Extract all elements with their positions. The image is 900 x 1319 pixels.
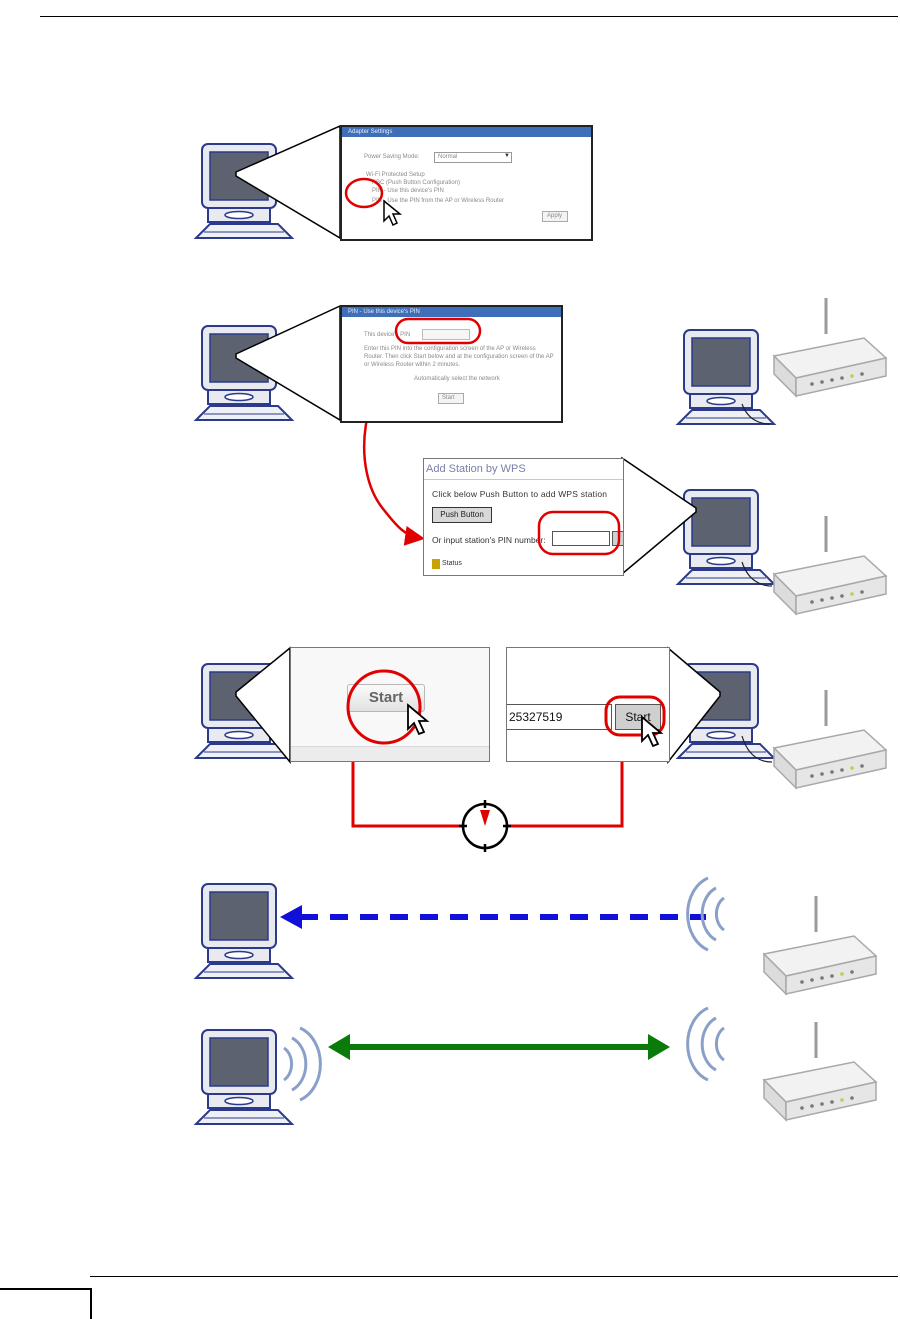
power-mode-select[interactable]: Normal ▼ [434,152,512,163]
callout-pointer [621,456,697,576]
pbc-option[interactable]: PBC (Push Button Configuration) [372,180,461,186]
wireless-signal-icon [686,1006,725,1082]
window-title: Adapter Settings [348,129,393,135]
router-icon [772,688,888,790]
ap-start-screenshot: 25327519 Start [506,647,670,762]
ap-pin-value: 25327519 [509,710,563,724]
highlight-circle [344,177,384,209]
step4-left-highlights [346,669,430,745]
bottom-bar [291,746,489,761]
station-pin-input[interactable] [552,531,610,546]
pin-option-device[interactable]: PIN - Use this device's PIN [372,188,444,194]
highlight-circle [346,669,422,745]
router-icon [762,1020,878,1122]
step3-highlights [537,510,621,556]
header-rule [40,16,898,17]
wps-checkbox-label[interactable]: Wi-Fi Protected Setup [366,172,425,178]
auto-select-checkbox[interactable]: Automatically select the network [414,376,500,382]
router-icon [762,894,878,996]
pin-option-ap[interactable]: PIN - Use the PIN from the AP or Wireles… [372,198,504,204]
start-button[interactable]: Start [438,393,464,404]
connection-arrow-head-right [648,1034,670,1060]
cursor-icon [383,199,403,227]
window-titlebar [342,127,591,137]
connection-arrow-head-left [328,1034,350,1060]
timer-line-right [508,762,624,828]
pin-label: This device's PIN [364,332,411,338]
highlight-rounded-box [537,510,621,556]
router-icon [772,296,888,398]
computer-icon [677,489,775,585]
add-station-title: Add Station by WPS [426,463,526,475]
pin-instructions: Enter this PIN into the configuration sc… [364,346,554,368]
power-mode-value: Normal [438,154,458,160]
step1-highlights [344,177,403,227]
window-title: PIN - Use this device's PIN [348,309,420,315]
add-station-screenshot: Add Station by WPS Click below Push Butt… [423,458,624,576]
window-titlebar [342,307,561,317]
computer-icon [195,1029,293,1125]
router-icon [772,514,888,616]
ap-pin-input[interactable]: 25327519 [507,704,612,730]
discovery-arrow-head [280,905,302,929]
adapter-settings-screenshot: Adapter Settings Power Saving Mode: Norm… [340,125,593,241]
device-pin-screenshot: PIN - Use this device's PIN This device'… [340,305,563,423]
status-icon [432,559,440,569]
step4-right-highlights [604,695,666,748]
power-mode-label: Power Saving Mode: [364,154,420,160]
clock-icon [459,800,511,852]
step2-highlights [394,317,482,345]
cursor-icon [407,703,430,736]
highlight-rounded-box [394,317,482,345]
wireless-signal-icon [283,1026,322,1102]
push-button-instruction: Click below Push Button to add WPS stati… [432,489,608,499]
pin-input-label: Or input station's PIN number: [432,535,546,545]
pin-field [422,329,470,340]
status-label: Status [442,560,462,567]
title-rule [424,479,623,480]
computer-icon [195,883,293,979]
push-button[interactable]: Push Button [432,507,492,523]
timer-line-left [351,762,462,828]
computer-icon [677,329,775,425]
cursor-icon [641,715,664,748]
highlight-rounded-box [604,695,666,737]
chevron-down-icon: ▼ [504,153,510,159]
page-number-box [0,1288,92,1319]
footer-rule [90,1276,898,1277]
apply-button[interactable]: Apply [542,211,568,222]
wireless-signal-icon [686,876,725,952]
